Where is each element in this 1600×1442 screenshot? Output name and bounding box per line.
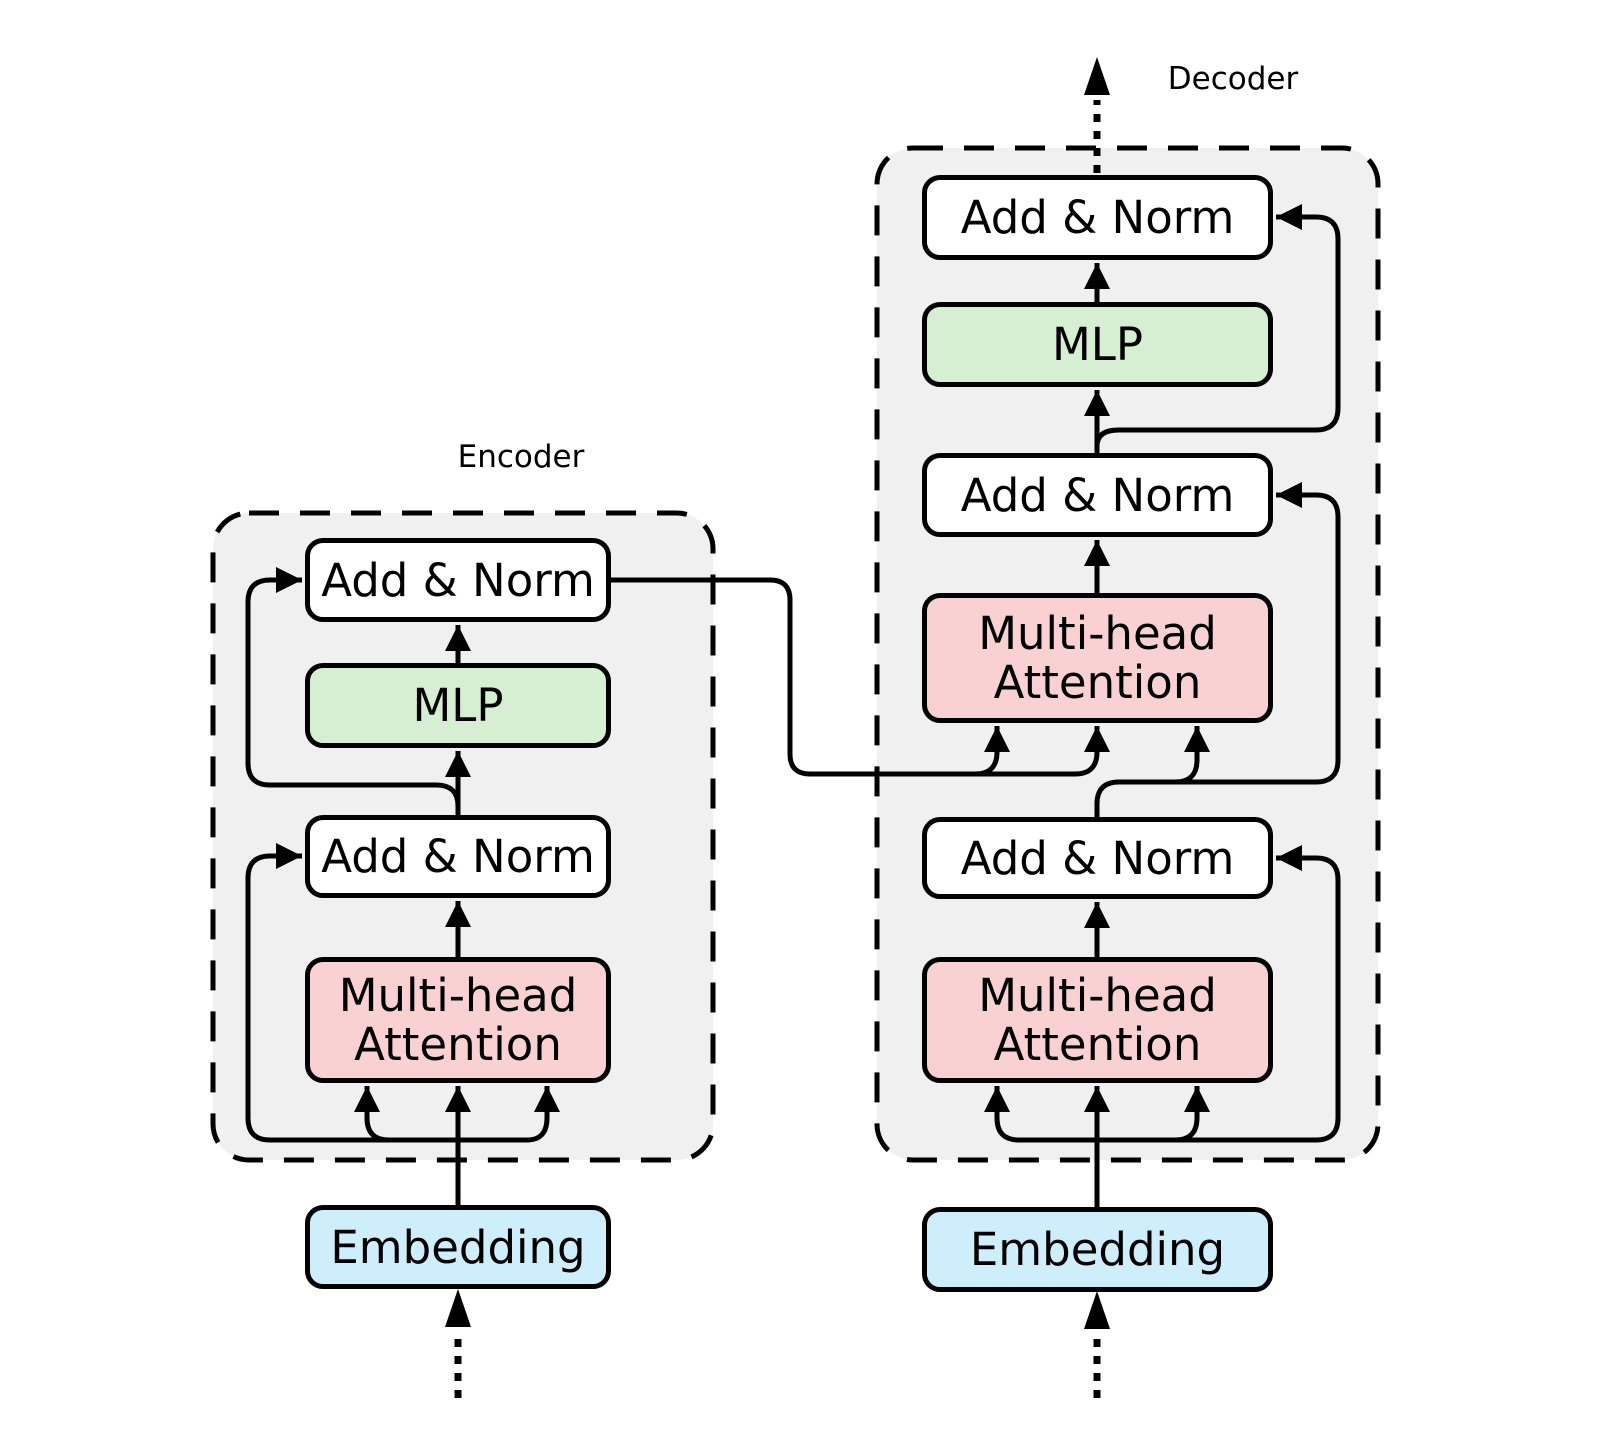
- encoder-attention-right-input-arrow: [458, 1086, 560, 1143]
- encoder-mlp-block: MLP: [305, 663, 611, 748]
- decoder-embedding-block: Embedding: [922, 1207, 1273, 1292]
- decoder-add-norm-middle-block: Add & Norm: [922, 453, 1273, 537]
- decoder-add-norm-bottom-block: Add & Norm: [922, 817, 1273, 899]
- decoder-query-input-arrow: [1174, 726, 1210, 785]
- encoder-residual-attention-arrow: [245, 843, 458, 1143]
- decoder-query-and-residual-path: [1094, 482, 1341, 817]
- decoder-add-norm-top-block: Add & Norm: [922, 175, 1273, 260]
- encoder-embedding-block: Embedding: [305, 1205, 611, 1289]
- decoder-output-arrowhead: [1084, 57, 1110, 95]
- encoder-multi-head-attention-block: Multi-head Attention: [305, 957, 611, 1083]
- encoder-input-arrowhead: [445, 1289, 471, 1327]
- encoder-output-to-cross-attention-arrow: [611, 577, 1110, 777]
- encoder-connectors: [245, 567, 1110, 1206]
- decoder-input-arrowhead: [1084, 1291, 1110, 1329]
- encoder-output-branch-arrow: [974, 726, 1010, 777]
- dotted-io-arrows: [445, 57, 1110, 1398]
- encoder-add-norm-bottom-block: Add & Norm: [305, 815, 611, 898]
- decoder-cross-attention-block: Multi-head Attention: [922, 593, 1273, 723]
- decoder-label: Decoder: [1167, 61, 1299, 97]
- decoder-connectors: [984, 204, 1341, 1207]
- decoder-residual-self-attention-arrow: [1097, 845, 1341, 1143]
- encoder-residual-mlp-arrow: [245, 567, 461, 807]
- decoder-mlp-block: MLP: [922, 302, 1273, 387]
- encoder-add-norm-top-block: Add & Norm: [305, 538, 611, 622]
- decoder-residual-mlp-arrow: [1094, 204, 1341, 447]
- decoder-self-attention-block: Multi-head Attention: [922, 957, 1273, 1083]
- decoder-self-attention-left-input-arrow: [984, 1086, 1097, 1143]
- encoder-label: Encoder: [457, 439, 585, 475]
